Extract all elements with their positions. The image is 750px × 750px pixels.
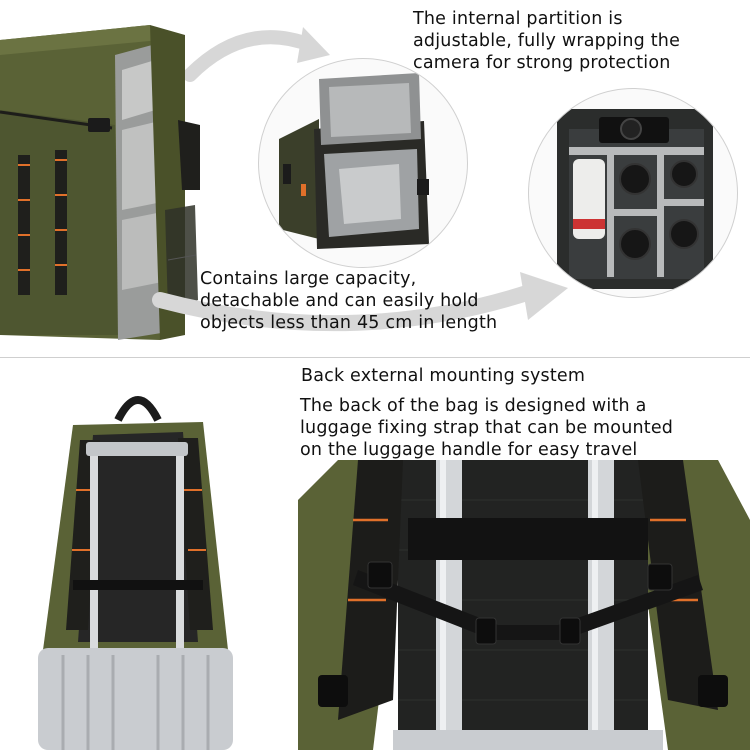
section-divider [0, 357, 750, 358]
mount-caption-line: luggage fixing strap that can be mounted [300, 418, 674, 438]
backpack-on-luggage-photo [28, 380, 243, 750]
curved-arrow-icon [150, 270, 570, 350]
capacity-caption-line: Contains large capacity, [200, 269, 417, 289]
laptop-compartment-photo [258, 58, 468, 268]
partition-caption-line: adjustable, fully wrapping the [413, 31, 681, 51]
open-backpack-photo [0, 0, 200, 350]
capacity-caption-line: objects less than 45 cm in length [200, 313, 498, 333]
partition-caption-line: camera for strong protection [413, 53, 671, 73]
capacity-caption-line: detachable and can easily hold [200, 291, 479, 311]
mount-caption: The back of the bag is designed with a l… [300, 395, 673, 461]
capacity-caption: Contains large capacity, detachable and … [200, 268, 497, 334]
luggage-strap-closeup-photo [298, 460, 750, 750]
camera-compartment-photo [528, 88, 738, 298]
mount-caption-line: The back of the bag is designed with a [300, 396, 647, 416]
partition-caption: The internal partition is adjustable, fu… [413, 8, 680, 74]
curved-arrow-icon [185, 15, 335, 85]
mount-caption-line: on the luggage handle for easy travel [300, 440, 638, 460]
partition-caption-line: The internal partition is [413, 9, 623, 29]
mount-title: Back external mounting system [301, 366, 586, 386]
